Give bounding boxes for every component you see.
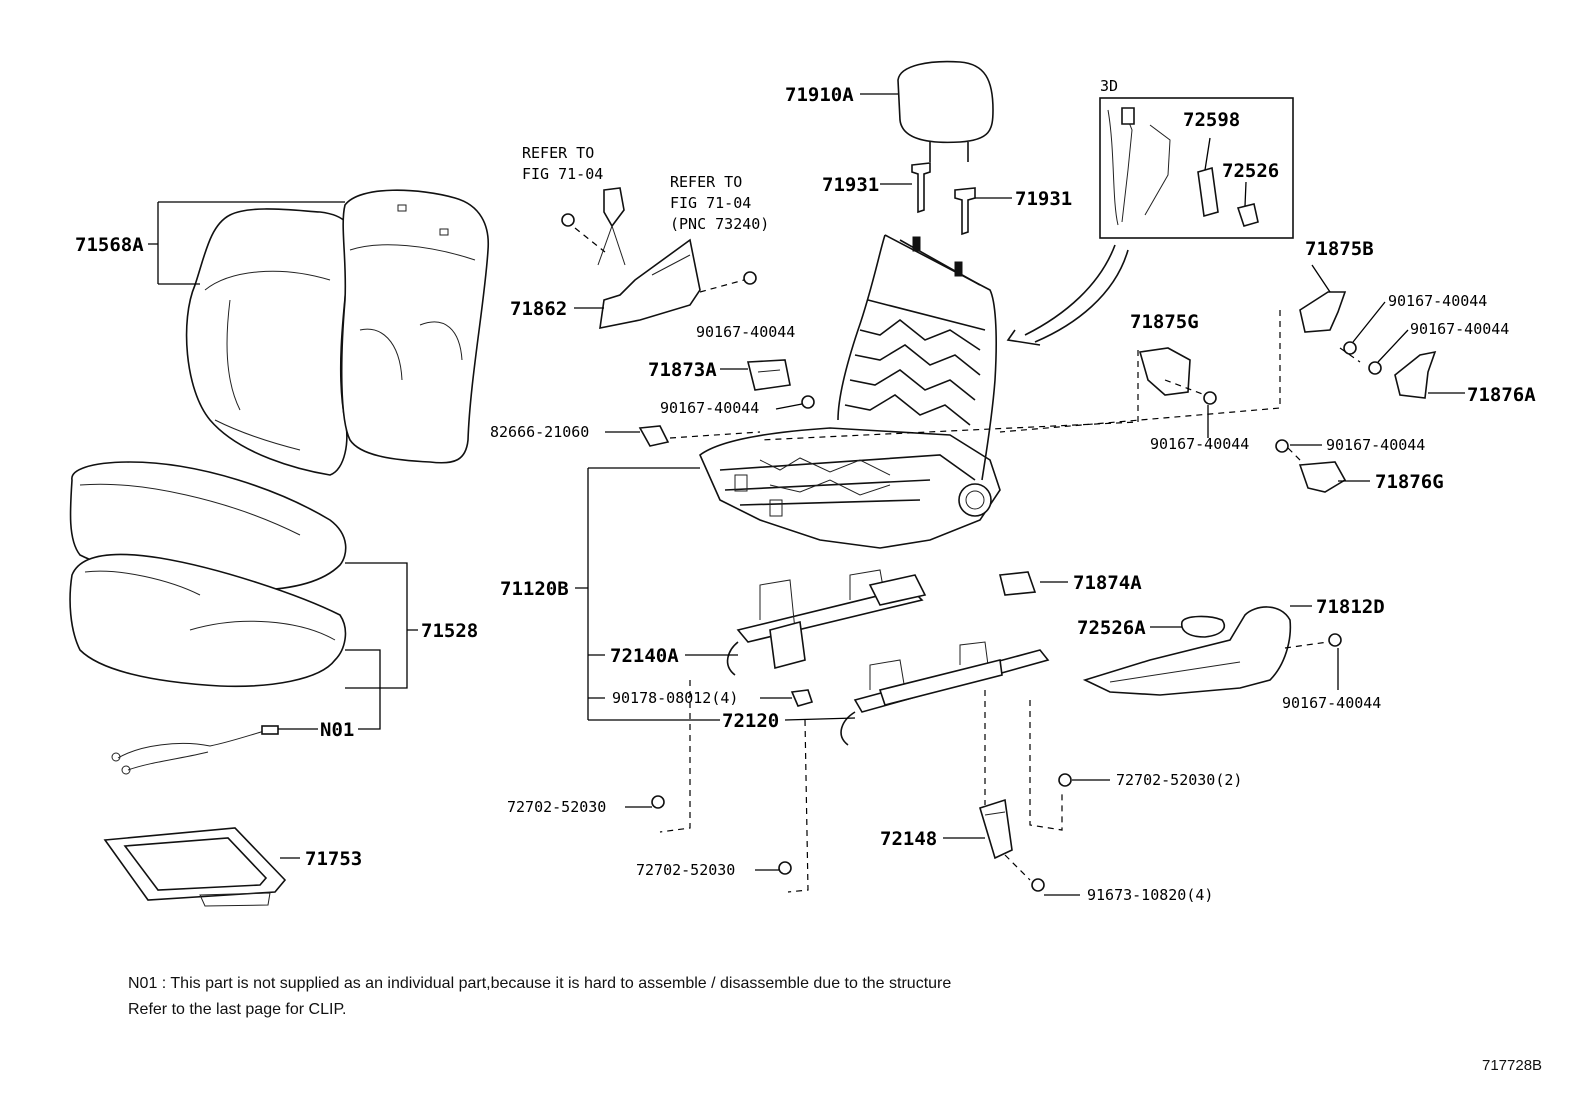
label-72526[interactable]: 72526 (1222, 160, 1280, 182)
label-90167-40044-f[interactable]: 90167-40044 (1326, 436, 1426, 454)
label-90167-40044-b[interactable]: 90167-40044 (660, 399, 760, 417)
label-71875G[interactable]: 71875G (1130, 311, 1199, 333)
label-71931-right[interactable]: 71931 (1015, 188, 1073, 210)
label-72148[interactable]: 72148 (880, 828, 938, 850)
label-72120[interactable]: 72120 (722, 710, 780, 732)
cushion-frame-illustration (103, 827, 287, 907)
label-71753[interactable]: 71753 (305, 848, 363, 870)
label-71910A[interactable]: 71910A (785, 84, 854, 106)
headrest-illustration (897, 60, 994, 162)
figure-id: 717728B (1482, 1057, 1543, 1074)
cover-71875B-illustration (1299, 291, 1382, 375)
dashed-leaders-bottom (659, 680, 1063, 893)
label-71120B[interactable]: 71120B (500, 578, 569, 600)
detail-inset-box (1099, 97, 1294, 239)
label-71568A[interactable]: 71568A (75, 234, 144, 256)
label-72702-52030-a[interactable]: 72702-52030 (507, 798, 607, 816)
bracket-72148-illustration (979, 798, 1013, 860)
label-N01[interactable]: N01 (320, 719, 355, 741)
leader-lines (148, 93, 1465, 896)
inset-label: 3D (1100, 77, 1119, 95)
inset-arrow (1006, 244, 1129, 346)
label-71812D[interactable]: 71812D (1316, 596, 1385, 618)
label-71876A[interactable]: 71876A (1467, 384, 1536, 406)
cover-71862-illustration (599, 238, 757, 330)
label-90167-40044-c[interactable]: 90167-40044 (1388, 292, 1488, 310)
label-72598[interactable]: 72598 (1183, 109, 1241, 131)
belt-anchor-illustration (561, 187, 626, 266)
label-72702-52030-c[interactable]: 72702-52030 (636, 861, 736, 879)
clip-82666-illustration (638, 425, 761, 447)
knob-72526A-illustration (1181, 615, 1226, 638)
footnote-clip: Refer to the last page for CLIP. (128, 1001, 347, 1018)
seat-track-72140A-illustration (726, 569, 927, 676)
seat-track-72120-illustration (840, 641, 1050, 746)
label-90167-40044-e[interactable]: 90167-40044 (1150, 435, 1250, 453)
seat-frame-illustration (699, 234, 1001, 549)
label-90167-40044-a[interactable]: 90167-40044 (696, 323, 796, 341)
shield-71812D-illustration (1082, 606, 1342, 696)
label-90167-40044-d[interactable]: 90167-40044 (1410, 320, 1510, 338)
refer-note-right: REFER TO FIG 71-04 (PNC 73240) (670, 173, 770, 233)
dashed-leaders-right (759, 310, 1361, 463)
cover-71876G-illustration (1275, 439, 1347, 493)
cover-71876A-illustration (1394, 350, 1437, 399)
label-71874A[interactable]: 71874A (1073, 572, 1142, 594)
label-90167-40044-g[interactable]: 90167-40044 (1282, 694, 1382, 712)
label-71876G[interactable]: 71876G (1375, 471, 1444, 493)
label-82666-21060[interactable]: 82666-21060 (490, 423, 590, 441)
refer-note-left: REFER TO FIG 71-04 (522, 144, 604, 183)
label-71873A[interactable]: 71873A (648, 359, 717, 381)
bracket-71873A-illustration (746, 359, 815, 409)
label-71931-left[interactable]: 71931 (822, 174, 880, 196)
n01-harness-illustration (111, 725, 279, 775)
footnote-n01: N01 : This part is not supplied as an in… (128, 975, 952, 992)
seatback-cover-illustration (185, 189, 490, 476)
seat-cushion-cover-illustration (69, 461, 347, 688)
label-72526A[interactable]: 72526A (1077, 617, 1146, 639)
cover-71875G-illustration (1138, 347, 1217, 405)
headrest-guide-illustration (911, 162, 976, 236)
label-71862[interactable]: 71862 (510, 298, 568, 320)
bracket-71874A-illustration (999, 571, 1037, 596)
label-90178-08012[interactable]: 90178-08012(4) (612, 689, 739, 707)
label-91673-10820[interactable]: 91673-10820(4) (1087, 886, 1214, 904)
nut-90178-illustration (790, 689, 814, 707)
label-71875B[interactable]: 71875B (1305, 238, 1374, 260)
bolts-illustration (651, 773, 1072, 892)
label-72702-52030-2[interactable]: 72702-52030(2) (1116, 771, 1243, 789)
label-72140A[interactable]: 72140A (610, 645, 679, 667)
label-71528[interactable]: 71528 (421, 620, 479, 642)
